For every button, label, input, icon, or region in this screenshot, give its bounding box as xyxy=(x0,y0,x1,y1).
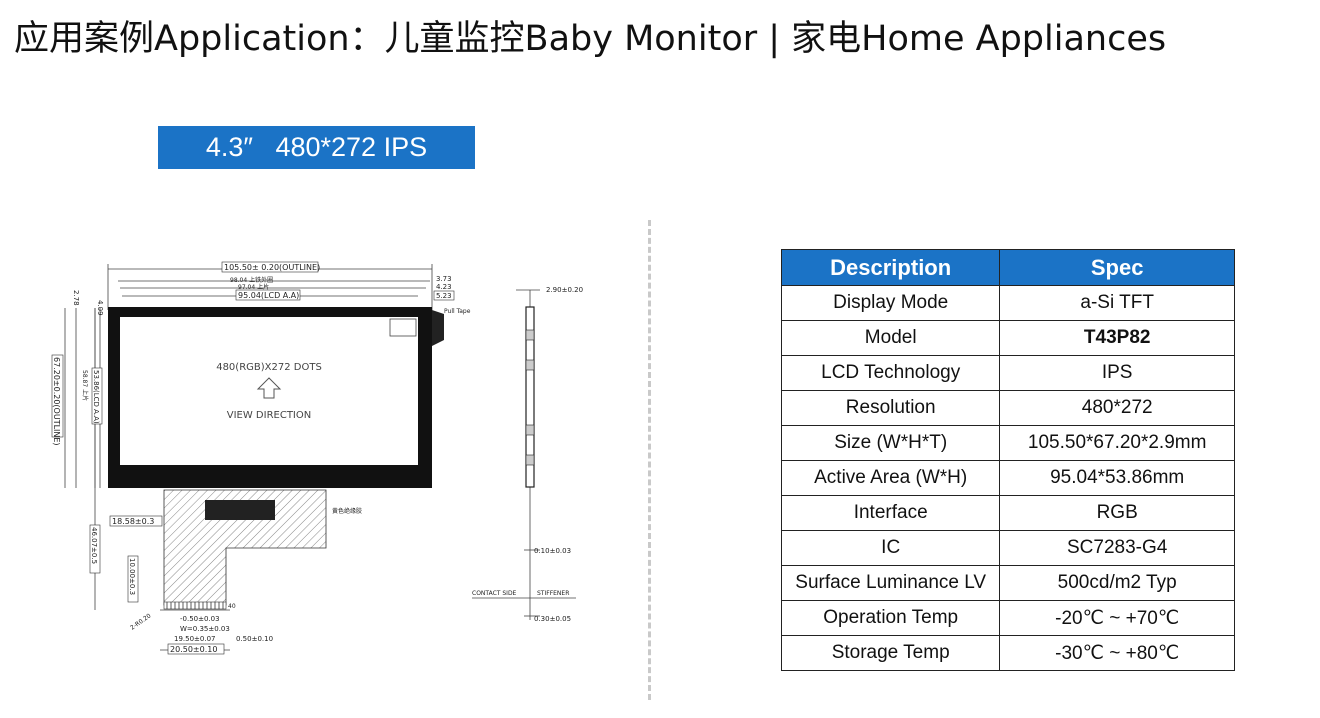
table-row: Resolution 480*272 xyxy=(780,390,1235,426)
dim-373: 3.73 xyxy=(436,275,452,283)
row-label: Active Area (W*H) xyxy=(780,460,1001,496)
row-value: SC7283-G4 xyxy=(999,530,1235,566)
fpc-connector xyxy=(205,500,275,520)
row-label: Model xyxy=(780,320,1001,356)
row-value: -30℃ ~ +80℃ xyxy=(999,635,1235,671)
dim-p05: -0.50±0.03 xyxy=(180,615,220,623)
dim-outline-width: 105.50± 0.20(OUTLINE) xyxy=(224,263,320,272)
row-label: LCD Technology xyxy=(780,355,1001,391)
page-title: 应用案例Application：儿童监控Baby Monitor | 家电Hom… xyxy=(14,19,1167,59)
side-030: 0.30±0.05 xyxy=(534,615,571,623)
view-direction-label: VIEW DIRECTION xyxy=(227,410,311,421)
pin-count: 40 xyxy=(228,603,236,610)
dim-4607: 46.07±0.5 xyxy=(90,527,98,564)
side-thickness: 2.90±0.20 xyxy=(546,286,583,294)
row-label: Storage Temp xyxy=(780,635,1001,671)
row-value: -20℃ ~ +70℃ xyxy=(999,600,1235,636)
pull-tape xyxy=(432,310,444,346)
mechanical-drawing-svg: 105.50± 0.20(OUTLINE) 98.04 上铁外圈 97.04 上… xyxy=(51,261,583,655)
dim-523: 5.23 xyxy=(436,292,452,300)
dim-1000: 10.00±0.3 xyxy=(128,558,136,595)
dim-278: 2.78 xyxy=(72,290,80,306)
row-value: 105.50*67.20*2.9mm xyxy=(999,425,1235,461)
panel-dots-label: 480(RGB)X272 DOTS xyxy=(216,362,322,373)
table-row: Storage Temp -30℃ ~ +80℃ xyxy=(780,635,1235,671)
table-row: Model T43P82 xyxy=(780,320,1235,356)
row-value: 95.04*53.86mm xyxy=(999,460,1235,496)
header-description: Description xyxy=(780,249,1001,286)
row-label: IC xyxy=(780,530,1001,566)
contact-side-label: CONTACT SIDE xyxy=(472,590,517,597)
table-header-row: Description Spec xyxy=(780,249,1235,286)
header-spec: Spec xyxy=(999,249,1235,286)
dim-outline-height: 67.20±0.20(OUTLINE) xyxy=(52,357,61,446)
spec-table: Description Spec Display Mode a-Si TFT M… xyxy=(780,249,1235,671)
dim-aa-width: 95.04(LCD A.A) xyxy=(238,291,299,300)
row-label: Interface xyxy=(780,495,1001,531)
dim-w035: W=0.35±0.03 xyxy=(180,625,230,633)
dim-050: 0.50±0.10 xyxy=(236,635,273,643)
table-row: Size (W*H*T) 105.50*67.20*2.9mm xyxy=(780,425,1235,461)
stiffener-label: STIFFENER xyxy=(537,590,569,597)
table-row: Display Mode a-Si TFT xyxy=(780,285,1235,321)
row-label: Operation Temp xyxy=(780,600,1001,636)
dim-2050: 20.50±0.10 xyxy=(170,645,217,654)
lcd-active-area xyxy=(120,317,418,465)
row-value: a-Si TFT xyxy=(999,285,1235,321)
table-row: IC SC7283-G4 xyxy=(780,530,1235,566)
table-row: Interface RGB xyxy=(780,495,1235,531)
row-label: Size (W*H*T) xyxy=(780,425,1001,461)
view-direction-arrow-icon xyxy=(256,377,282,399)
table-row: Operation Temp -20℃ ~ +70℃ xyxy=(780,600,1235,636)
dim-inner-width: 97.04 上片 xyxy=(238,283,269,291)
dim-1950: 19.50±0.07 xyxy=(174,635,216,643)
side-view-panel xyxy=(525,306,535,488)
row-value: T43P82 xyxy=(999,320,1235,356)
pull-tape-label: Pull Tape xyxy=(444,308,471,315)
row-value: IPS xyxy=(999,355,1235,391)
row-value: RGB xyxy=(999,495,1235,531)
table-row: Surface Luminance LV 500cd/m2 Typ xyxy=(780,565,1235,601)
dim-409: 4.09 xyxy=(96,300,104,316)
dim-1858: 18.58±0.3 xyxy=(112,517,154,526)
row-value: 480*272 xyxy=(999,390,1235,426)
row-value: 500cd/m2 Typ xyxy=(999,565,1235,601)
row-label: Surface Luminance LV xyxy=(780,565,1001,601)
dim-205: 2-R0.20 xyxy=(129,612,152,631)
row-label: Display Mode xyxy=(780,285,1001,321)
dim-423: 4.23 xyxy=(436,283,452,291)
dashed-divider xyxy=(648,220,651,700)
dim-aa-height: 53.86(LCD A.A) xyxy=(92,370,100,424)
dim-inner-height: 58.87 上片 xyxy=(81,370,89,401)
dim-bezel-width: 98.04 上铁外圈 xyxy=(230,276,273,284)
mechanical-drawing: 105.50± 0.20(OUTLINE) 98.04 上铁外圈 97.04 上… xyxy=(40,250,640,670)
fpc-note: 黄色绝缘胶 xyxy=(332,507,362,515)
table-row: LCD Technology IPS xyxy=(780,355,1235,391)
table-row: Active Area (W*H) 95.04*53.86mm xyxy=(780,460,1235,496)
row-label: Resolution xyxy=(780,390,1001,426)
model-badge: 4.3″ 480*272 IPS xyxy=(158,126,475,169)
side-010: 0.10±0.03 xyxy=(534,547,571,555)
